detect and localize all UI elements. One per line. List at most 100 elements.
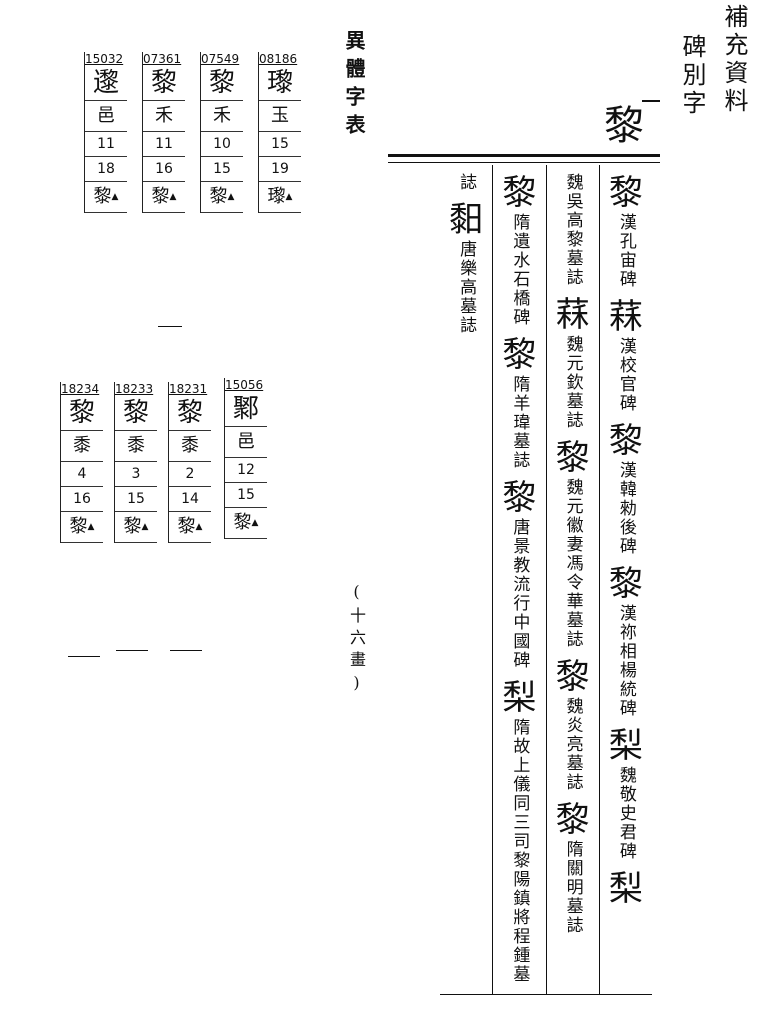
card-radical: 禾 [143, 101, 185, 132]
variant-glyph: 䔉 [608, 297, 643, 337]
entry-column-2: 魏吳高黎墓誌 䔉魏元欽墓誌 黎魏元徽妻馮令華墓誌 黎魏炎亮墓誌 黎隋關明墓誌 [545, 165, 599, 995]
card-number: 18233 [115, 382, 154, 396]
card-radical: 黍 [61, 431, 103, 462]
card-char: 瓈 [259, 66, 301, 101]
triangle-marker: ▲ [285, 192, 293, 202]
index-card: 18233 黎 黍 3 15 黎▲ [114, 382, 157, 543]
variant-source: 魏炎亮墓誌 [562, 697, 583, 792]
entry-item: 䔉魏元欽墓誌 [556, 295, 590, 430]
card-number: 15056 [225, 378, 264, 392]
entry-item: 魏吳高黎墓誌 [563, 173, 583, 287]
card-ref: 黎▲ [61, 512, 103, 543]
triangle-marker: ▲ [227, 192, 235, 202]
entry-item: 黎隋遺水石橋碑 [502, 173, 536, 327]
variant-source: 魏元欽墓誌 [562, 335, 583, 430]
variant-source: 漢韓勑後碑 [615, 461, 636, 556]
card-strokes-a: 12 [225, 458, 267, 483]
main-character: 黎 [604, 103, 644, 149]
card-strokes-b: 16 [61, 487, 103, 512]
variant-source: 魏敬史君碑 [615, 766, 636, 861]
card-strokes-a: 11 [143, 132, 185, 157]
variant-glyph: 梨 [608, 869, 643, 909]
card-stub-line [158, 326, 182, 327]
card-number: 15032 [85, 52, 124, 66]
variant-glyph: 黎 [502, 335, 537, 375]
card-ref-char: 瓈 [267, 186, 286, 207]
card-ref-char: 黎 [123, 516, 142, 537]
variant-source: 唐景教流行中國碑 [509, 518, 530, 670]
card-strokes-a: 10 [201, 132, 243, 157]
card-ref: 黎▲ [225, 508, 267, 539]
card-ref-char: 黎 [93, 186, 112, 207]
index-card: 18231 黎 黍 2 14 黎▲ [168, 382, 211, 543]
variant-source: 誌 [456, 173, 477, 192]
entry-item: 黎魏炎亮墓誌 [556, 657, 590, 792]
card-strokes-b: 15 [201, 157, 243, 182]
card-radical: 邑 [225, 427, 267, 458]
card-strokes-a: 11 [85, 132, 127, 157]
entry-item: 䔉漢校官碑 [609, 297, 643, 413]
triangle-marker: ▲ [141, 522, 149, 532]
card-ref-char: 黎 [69, 516, 88, 537]
variant-entries: 黎漢孔宙碑 䔉漢校官碑 黎漢韓勑後碑 黎漢祢相楊統碑 梨魏敬史君碑 梨 魏吳高黎… [440, 165, 652, 995]
card-ref: 黎▲ [115, 512, 157, 543]
card-strokes-b: 16 [143, 157, 185, 182]
title-rule-thin [388, 162, 660, 163]
variant-source: 漢校官碑 [615, 337, 636, 413]
index-card: 15032 邌 邑 11 18 黎▲ [84, 52, 127, 213]
card-strokes-b: 14 [169, 487, 211, 512]
card-stub-line [68, 656, 100, 657]
card-number: 08186 [259, 52, 298, 66]
card-radical: 玉 [259, 101, 301, 132]
card-char: 鄹 [225, 392, 267, 427]
card-radical: 邑 [85, 101, 127, 132]
triangle-marker: ▲ [251, 518, 259, 528]
variant-source: 漢祢相楊統碑 [615, 604, 636, 718]
entry-item: 黎隋羊瑋墓誌 [502, 335, 536, 470]
variant-glyph: 黎 [608, 421, 643, 461]
triangle-marker: ▲ [87, 522, 95, 532]
variant-glyph: 黎 [608, 173, 643, 213]
variant-source: 隋遺水石橋碑 [509, 213, 530, 327]
card-number: 07549 [201, 52, 240, 66]
variant-glyph: 黎 [608, 564, 643, 604]
entry-item: 黎漢孔宙碑 [609, 173, 643, 289]
header-line1: 補充資料 [720, 4, 748, 116]
index-card: 15056 鄹 邑 12 15 黎▲ [224, 378, 267, 539]
variant-glyph: 黎 [555, 657, 590, 697]
triangle-marker: ▲ [195, 522, 203, 532]
card-radical: 黍 [169, 431, 211, 462]
variant-glyph: 黎 [555, 438, 590, 478]
variant-glyph: 梨 [608, 726, 643, 766]
variant-source: 隋關明墓誌 [562, 840, 583, 935]
variant-glyph: 䵒 [449, 200, 484, 240]
entry-item: 䵒唐樂高墓誌 [449, 200, 483, 335]
card-ref: 黎▲ [169, 512, 211, 543]
index-card: 07549 黎 禾 10 15 黎▲ [200, 52, 243, 213]
page-note: (十六畫) [347, 582, 366, 698]
card-strokes-a: 15 [259, 132, 301, 157]
card-number: 07361 [143, 52, 182, 66]
header-line2: 碑別字 [678, 34, 706, 118]
card-strokes-b: 15 [225, 483, 267, 508]
variant-glyph: 䔉 [555, 295, 590, 335]
entry-item: 黎隋關明墓誌 [556, 800, 590, 935]
index-card: 08186 瓈 玉 15 19 瓈▲ [258, 52, 301, 213]
card-char: 邌 [85, 66, 127, 101]
card-stub-line [116, 650, 148, 651]
card-strokes-a: 3 [115, 462, 157, 487]
entry-column-3: 黎隋遺水石橋碑 黎隋羊瑋墓誌 黎唐景教流行中國碑 梨隋故上儀同三司黎陽鎮將程鍾墓 [492, 165, 545, 995]
variant-glyph: 黎 [502, 173, 537, 213]
card-char: 黎 [143, 66, 185, 101]
card-number: 18231 [169, 382, 208, 396]
entry-item: 黎魏元徽妻馮令華墓誌 [556, 438, 590, 649]
card-ref-char: 黎 [151, 186, 170, 207]
entry-item: 梨魏敬史君碑 [609, 726, 643, 861]
entry-column-1: 黎漢孔宙碑 䔉漢校官碑 黎漢韓勑後碑 黎漢祢相楊統碑 梨魏敬史君碑 梨 [598, 165, 652, 995]
card-strokes-b: 19 [259, 157, 301, 182]
variant-glyph: 黎 [502, 478, 537, 518]
entries-bottom-rule [440, 994, 652, 995]
card-radical: 黍 [115, 431, 157, 462]
variant-source: 唐樂高墓誌 [456, 240, 477, 335]
entry-item: 梨 [609, 869, 643, 909]
